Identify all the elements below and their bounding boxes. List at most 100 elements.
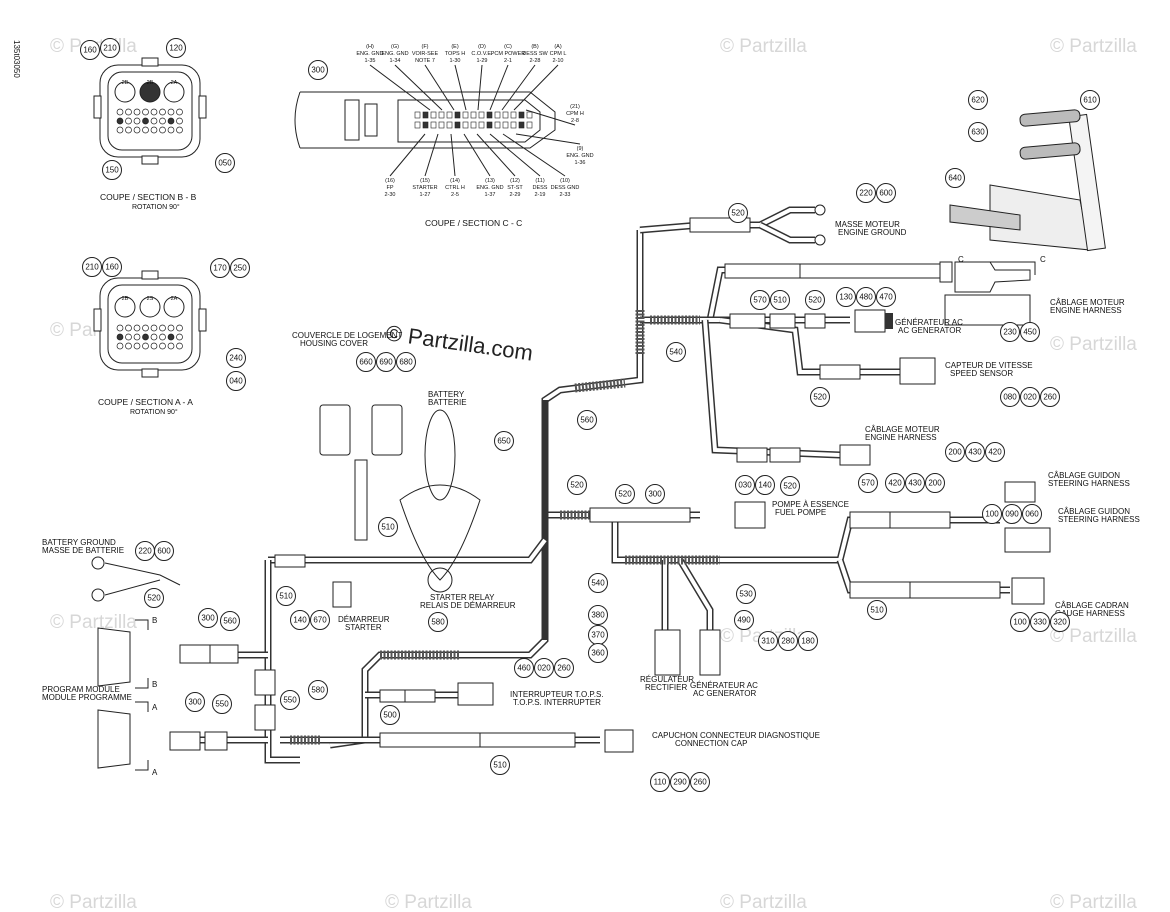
pin-label-text: (B) [531,44,539,50]
conduit-sections [290,310,720,745]
svg-text:560: 560 [223,617,237,626]
callout-030: 030 [735,475,755,495]
callout-450: 450 [1020,322,1040,342]
callout-520: 520 [144,588,164,608]
svg-text:140: 140 [293,616,307,625]
svg-text:020: 020 [537,664,551,673]
callout-490: 490 [734,610,754,630]
pin-socket [430,111,437,119]
pin-label-text: (14) [450,178,460,184]
svg-text:380: 380 [591,611,605,620]
pin-socket [142,333,149,341]
pin-label-text: DESS GND [551,185,580,191]
svg-text:220: 220 [138,547,152,556]
pin-socket [176,108,183,116]
callout-section-a: 210 [82,257,102,277]
section-a-title: COUPE / SECTION A - A [98,397,193,407]
svg-text:680: 680 [399,358,413,367]
svg-text:560: 560 [580,416,594,425]
label-engine-harness: CÂBLAGE MOTEUR [1050,298,1125,307]
pin-socket [133,108,141,116]
svg-text:510: 510 [773,296,787,305]
svg-text:450: 450 [1023,328,1037,337]
callout-520: 520 [615,484,635,504]
svg-text:520: 520 [147,594,161,603]
pin-label-text: VOIR-SEE [412,51,439,57]
callout-100: 100 [1010,612,1030,632]
pin-socket [478,121,485,129]
svg-text:600: 600 [879,189,893,198]
label-diag-cap-en: CONNECTION CAP [675,739,747,748]
pin-label-text: 2-10 [552,58,563,64]
components [91,109,1106,769]
svg-text:140: 140 [758,481,772,490]
label-regulator: RÉGULATEUR [640,675,694,684]
callout-640: 640 [945,168,965,188]
pin-label-text: ENG. GND [566,153,593,159]
callout-520: 520 [805,290,825,310]
label-engine-ground: MASSE MOTEUR [835,220,900,229]
svg-text:520: 520 [808,296,822,305]
pin-socket [167,333,175,341]
callout-510: 510 [276,586,296,606]
pin-socket [142,108,149,116]
svg-text:210: 210 [103,44,117,53]
section-mark-b: B [152,616,157,625]
section-c-title: COUPE / SECTION C - C [425,218,522,228]
pin-socket [159,108,166,116]
section-b-rotation: ROTATION 90° [132,203,180,211]
pin-label-text: ENG. GND [476,185,503,191]
label-starter-relay: STARTER RELAY [430,593,495,602]
svg-text:430: 430 [908,479,922,488]
pin-label-text: (C) [504,44,512,50]
svg-text:100: 100 [1013,618,1027,627]
callout-550: 550 [280,690,300,710]
svg-text:430: 430 [968,448,982,457]
pin-socket [176,333,183,341]
pin-label: 2S [147,296,154,302]
callout-180: 180 [798,631,818,651]
pin-label-text: TOPS H [445,51,465,57]
pin-label-top: (D)C.O.V.E.1-29 [471,44,493,111]
svg-text:550: 550 [283,696,297,705]
callout-100: 100 [982,504,1002,524]
pin-socket [142,324,149,332]
label-engine-harness-2: CÂBLAGE MOTEUR [865,425,940,434]
label-housing-cover: COUVERCLE DE LOGEMENT [292,331,402,340]
pin-socket [414,121,421,129]
callout-section-a: 240 [226,348,246,368]
pin-label-text: (G) [391,44,399,50]
callout-section-b: 160 [80,40,100,60]
callout-460: 460 [514,658,534,678]
pin-socket [176,324,183,332]
svg-text:300: 300 [201,614,215,623]
svg-text:570: 570 [861,479,875,488]
callout-360: 360 [588,643,608,663]
pin-socket [510,111,517,119]
pin-socket [125,324,132,332]
pin-socket [438,121,445,129]
label-engine-harness-2-en: ENGINE HARNESS [865,433,937,442]
callout-470: 470 [876,287,896,307]
section-mark-b: B [152,680,157,689]
svg-text:520: 520 [783,482,797,491]
svg-text:280: 280 [781,637,795,646]
pin-label-text: (F) [421,44,428,50]
svg-text:320: 320 [1053,618,1067,627]
pin-label-text: 2-33 [559,192,570,198]
svg-text:480: 480 [859,293,873,302]
pin-label-text: (21) [570,104,580,110]
svg-text:090: 090 [1005,510,1019,519]
pin-socket [446,111,453,119]
pin-label-text: 2-8 [571,118,579,124]
label-gauge-harness: CÂBLAGE CADRAN [1055,601,1129,610]
svg-text:300: 300 [311,66,325,75]
callout-580: 580 [428,612,448,632]
svg-text:200: 200 [928,479,942,488]
watermark-corner: © Partzilla [1050,36,1137,57]
